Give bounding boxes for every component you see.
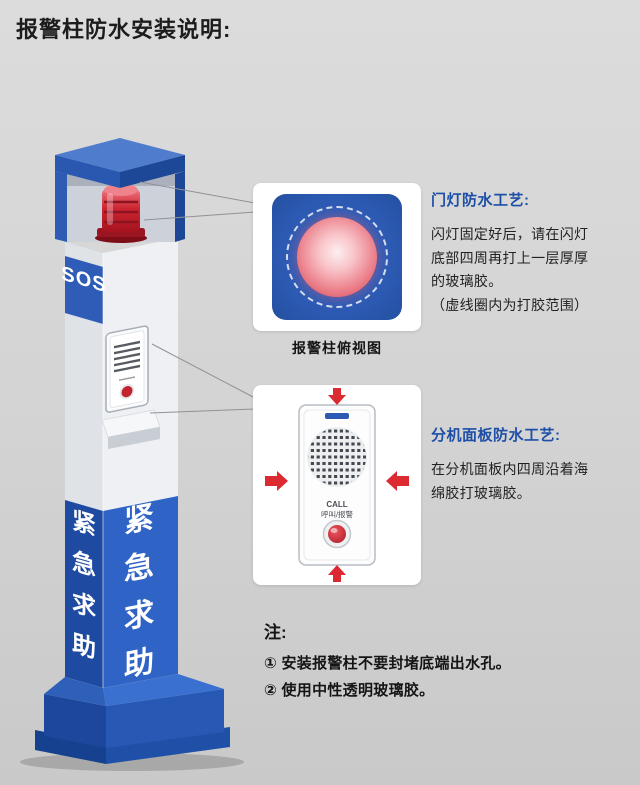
instruction-line: 闪灯固定好后，请在闪灯 <box>431 226 589 242</box>
alarm-pillar-illustration: SOS 紧 急 求 助 紧 <box>20 138 244 771</box>
glue-area-dashed-circle <box>286 206 388 308</box>
svg-text:助: 助 <box>124 644 154 684</box>
arrow-right-icon <box>265 471 288 491</box>
pillar-base <box>35 674 230 764</box>
call-button <box>121 385 133 398</box>
arrow-down-icon <box>328 388 346 405</box>
page-title: 报警柱防水安装说明: <box>16 17 232 42</box>
door-lamp-instructions: 门灯防水工艺: 闪灯固定好后，请在闪灯 底部四周再打上一层厚厚 的玻璃胶。 （虚… <box>431 189 636 317</box>
instruction-line: 在分机面板内四周沿着海 <box>431 461 589 477</box>
call-button <box>328 525 346 543</box>
pillar-intercom-panel <box>105 325 149 413</box>
svg-text:紧: 紧 <box>72 506 96 540</box>
svg-text:紧: 紧 <box>124 500 154 540</box>
svg-text:求: 求 <box>124 596 155 636</box>
arrow-left-icon <box>386 471 409 491</box>
svg-text:急: 急 <box>124 548 154 588</box>
svg-text:急: 急 <box>72 547 96 581</box>
door-lamp-heading: 门灯防水工艺: <box>431 192 530 209</box>
svg-text:助: 助 <box>72 629 96 663</box>
note-item: ① 安装报警柱不要封堵底端出水孔。 <box>264 655 511 672</box>
instruction-line: 的玻璃胶。 <box>431 273 503 289</box>
top-view-callout-card <box>253 183 421 331</box>
cap-post-right <box>175 171 185 242</box>
beacon-light <box>95 184 147 243</box>
pillar-cap <box>55 138 185 188</box>
top-view-caption: 报警柱俯视图 <box>292 340 382 356</box>
lower-band-right <box>103 496 178 688</box>
instruction-line: （虚线圈内为打胶范围） <box>431 296 589 313</box>
panel-instructions: 分机面板防水工艺: 在分机面板内四周沿着海 绵胶打玻璃胶。 <box>431 424 636 505</box>
instruction-line: 绵胶打玻璃胶。 <box>431 484 532 501</box>
notes-label: 注: <box>264 623 287 642</box>
side-text-right: 紧 急 求 助 <box>124 500 155 684</box>
flash-lamp-top-view <box>297 217 377 297</box>
panel-heading: 分机面板防水工艺: <box>431 427 561 444</box>
cap-post-left <box>55 171 67 242</box>
note-item: ② 使用中性透明玻璃胶。 <box>264 682 435 699</box>
intercom-panel-zoom: CALL 呼叫/报警 <box>265 388 409 582</box>
arrow-up-icon <box>328 565 346 582</box>
instruction-line: 底部四周再打上一层厚厚 <box>431 249 589 266</box>
call-label-cn: 呼叫/报警 <box>321 509 354 519</box>
panel-callout-card: CALL 呼叫/报警 <box>253 385 421 585</box>
pillar-top-view <box>272 194 402 320</box>
sos-band <box>65 256 103 324</box>
glue-direction-arrows <box>265 388 409 582</box>
lower-band-left <box>65 500 103 688</box>
call-label: CALL <box>326 500 347 509</box>
notes-section: 注: ① 安装报警柱不要封堵底端出水孔。 ② 使用中性透明玻璃胶。 <box>264 618 634 704</box>
panel-brand-mark <box>325 413 349 419</box>
